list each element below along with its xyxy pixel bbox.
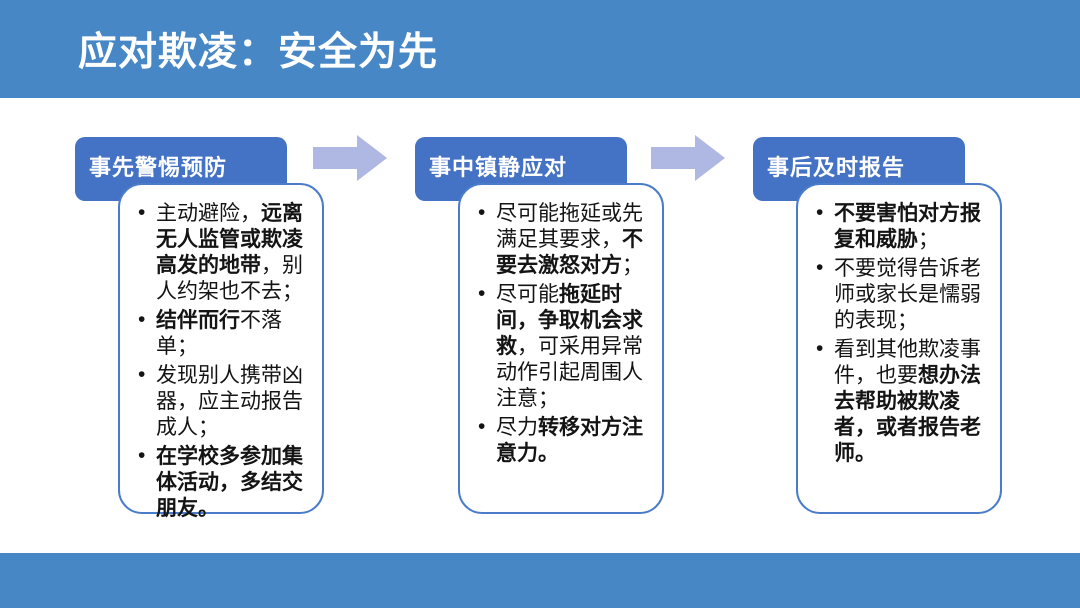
footer-bar xyxy=(0,553,1080,608)
bullet-item: 主动避险，远离无人监管或欺凌高发的地带，别人约架也不去； xyxy=(135,200,316,305)
bullet-list: 不要害怕对方报复和威胁；不要觉得告诉老师或家长是懦弱的表现；看到其他欺凌事件，也… xyxy=(813,200,994,467)
text-segment: 想办法去帮助被欺凌者，或者报告老师。 xyxy=(834,364,981,465)
text-segment: ； xyxy=(622,254,643,277)
bullet-item: 结伴而行不落单； xyxy=(135,307,316,360)
text-segment: 发现别人携带凶器，应主动报告成人； xyxy=(156,364,303,439)
bullet-item: 在学校多参加集体活动，多结交朋友。 xyxy=(135,443,316,522)
bullet-item: 尽可能拖延或先满足其要求，不要去激怒对方； xyxy=(475,200,656,279)
bullet-item: 尽力转移对方注意力。 xyxy=(475,414,656,467)
text-segment: ，可采用异常动作引起周围人注意； xyxy=(496,335,643,410)
step-header-label: 事后及时报告 xyxy=(767,155,906,180)
text-segment: 拖延时间，争取机会求救 xyxy=(496,283,643,358)
step-header-label: 事先警惕预防 xyxy=(89,155,228,180)
text-segment: ； xyxy=(918,228,939,251)
bullet-item: 尽可能拖延时间，争取机会求救，可采用异常动作引起周围人注意； xyxy=(475,281,656,412)
bullet-list: 主动避险，远离无人监管或欺凌高发的地带，别人约架也不去；结伴而行不落单；发现别人… xyxy=(135,200,316,522)
text-segment: 不落单； xyxy=(156,309,282,358)
text-segment: 转移对方注意力。 xyxy=(496,416,643,465)
step-card-during: 尽可能拖延或先满足其要求，不要去激怒对方；尽可能拖延时间，争取机会求救，可采用异… xyxy=(458,183,664,514)
text-segment: 在学校多参加集体活动，多结交朋友。 xyxy=(156,445,303,520)
bullet-item: 不要害怕对方报复和威胁； xyxy=(813,200,994,253)
arrow-right-icon xyxy=(651,135,725,181)
bullet-item: 看到其他欺凌事件，也要想办法去帮助被欺凌者，或者报告老师。 xyxy=(813,336,994,467)
text-segment: 尽力 xyxy=(496,416,538,439)
step-header-label: 事中镇静应对 xyxy=(429,155,568,180)
text-segment: 看到其他欺凌事件，也要 xyxy=(834,338,981,387)
bullet-item: 发现别人携带凶器，应主动报告成人； xyxy=(135,362,316,441)
bullet-item: 不要觉得告诉老师或家长是懦弱的表现； xyxy=(813,255,994,334)
title-bar: 应对欺凌：安全为先 xyxy=(0,0,1080,98)
text-segment: 尽可能 xyxy=(496,283,559,306)
text-segment: 不要害怕对方报复和威胁 xyxy=(834,202,981,251)
step-card-prevention: 主动避险，远离无人监管或欺凌高发的地带，别人约架也不去；结伴而行不落单；发现别人… xyxy=(118,183,324,520)
text-segment: 主动避险， xyxy=(156,202,261,225)
text-segment: 尽可能拖延或先满足其要求， xyxy=(496,202,643,251)
bullet-list: 尽可能拖延或先满足其要求，不要去激怒对方；尽可能拖延时间，争取机会求救，可采用异… xyxy=(475,200,656,467)
arrow-right-icon xyxy=(313,135,387,181)
text-segment: 远离无人监管或欺凌高发的地带 xyxy=(156,202,303,277)
step-card-after: 不要害怕对方报复和威胁；不要觉得告诉老师或家长是懦弱的表现；看到其他欺凌事件，也… xyxy=(796,183,1002,514)
text-segment: ，别人约架也不去； xyxy=(156,254,303,303)
text-segment: 不要觉得告诉老师或家长是懦弱的表现； xyxy=(834,257,981,332)
text-segment: 结伴而行 xyxy=(156,309,240,332)
slide-title: 应对欺凌：安全为先 xyxy=(78,31,439,74)
text-segment: 不要去激怒对方 xyxy=(496,228,643,277)
